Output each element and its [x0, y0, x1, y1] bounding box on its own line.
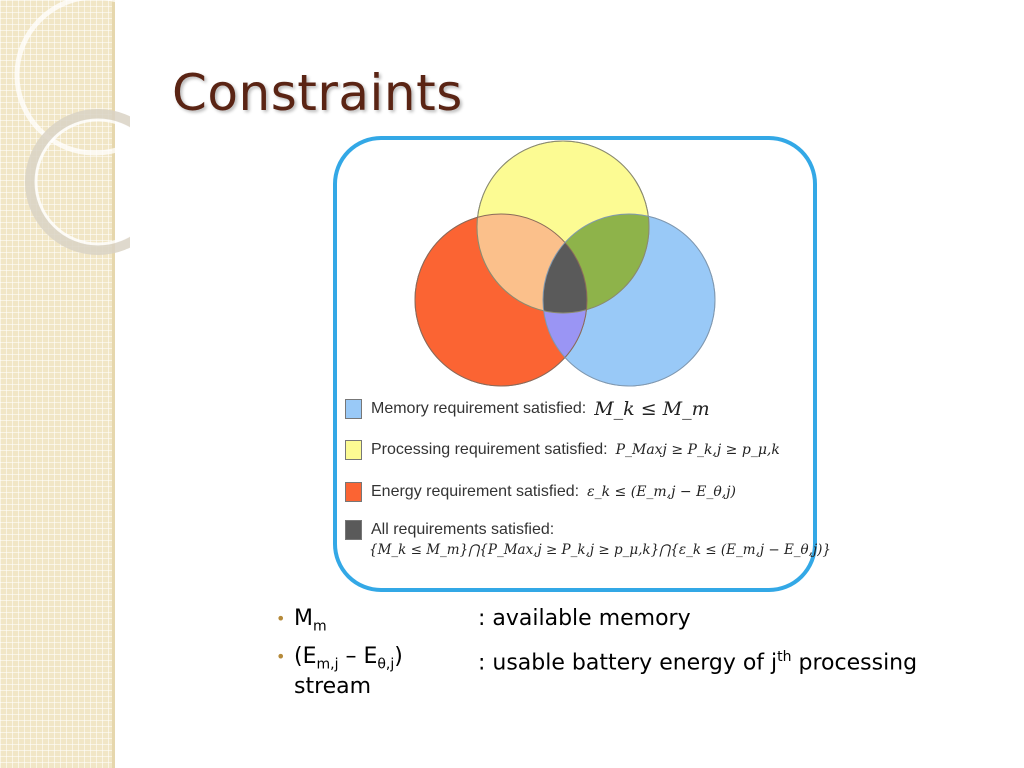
- sidebar-edge: [112, 0, 115, 768]
- legend-processing: Processing requirement satisfied: P_Maxj…: [345, 440, 780, 460]
- legend-all-formula: {M_k ≤ M_m}⋂{P_Max,j ≥ P_k,j ≥ p_μ,k}⋂{ε…: [369, 542, 832, 558]
- deco-ring-top: [14, 0, 130, 156]
- legend-all-label: All requirements satisfied:: [371, 521, 555, 538]
- legend-memory-formula: M_k ≤ M_m: [594, 398, 710, 420]
- legend-memory-label: Memory requirement satisfied:: [371, 400, 587, 417]
- all-swatch: [345, 520, 362, 540]
- note-memory-definition: : available memory: [478, 606, 691, 631]
- legend-processing-formula: P_Maxj ≥ P_k,j ≥ p_μ,k: [615, 442, 780, 458]
- bullet-icon: •: [276, 609, 286, 628]
- legend-energy: Energy requirement satisfied: ε_k ≤ (E_m…: [345, 482, 736, 502]
- deco-ring-middle-inner: [34, 118, 130, 246]
- slide-title: Constraints: [172, 64, 463, 122]
- venn-diagram-frame: Memory requirement satisfied: M_k ≤ M_m …: [333, 136, 831, 592]
- legend-energy-formula: ε_k ≤ (E_m,j − E_θ,j): [587, 484, 737, 500]
- note-energy-continuation: stream: [294, 674, 372, 699]
- decorative-rings: [14, 0, 130, 255]
- deco-ring-middle: [25, 109, 130, 255]
- energy-swatch: [345, 482, 362, 502]
- legend-all: All requirements satisfied:: [345, 520, 554, 540]
- note-energy-term: (Em,j – Eθ,j): [294, 644, 403, 673]
- legend-processing-label: Processing requirement satisfied:: [371, 441, 608, 458]
- processing-swatch: [345, 440, 362, 460]
- note-energy-definition: : usable battery energy of jth processin…: [478, 649, 918, 676]
- legend-energy-label: Energy requirement satisfied:: [371, 483, 580, 500]
- venn-diagram: [414, 140, 716, 387]
- memory-swatch: [345, 399, 362, 419]
- bullet-icon: •: [276, 647, 286, 666]
- note-memory-term: Mm: [294, 606, 327, 635]
- legend-memory: Memory requirement satisfied: M_k ≤ M_m: [345, 398, 710, 420]
